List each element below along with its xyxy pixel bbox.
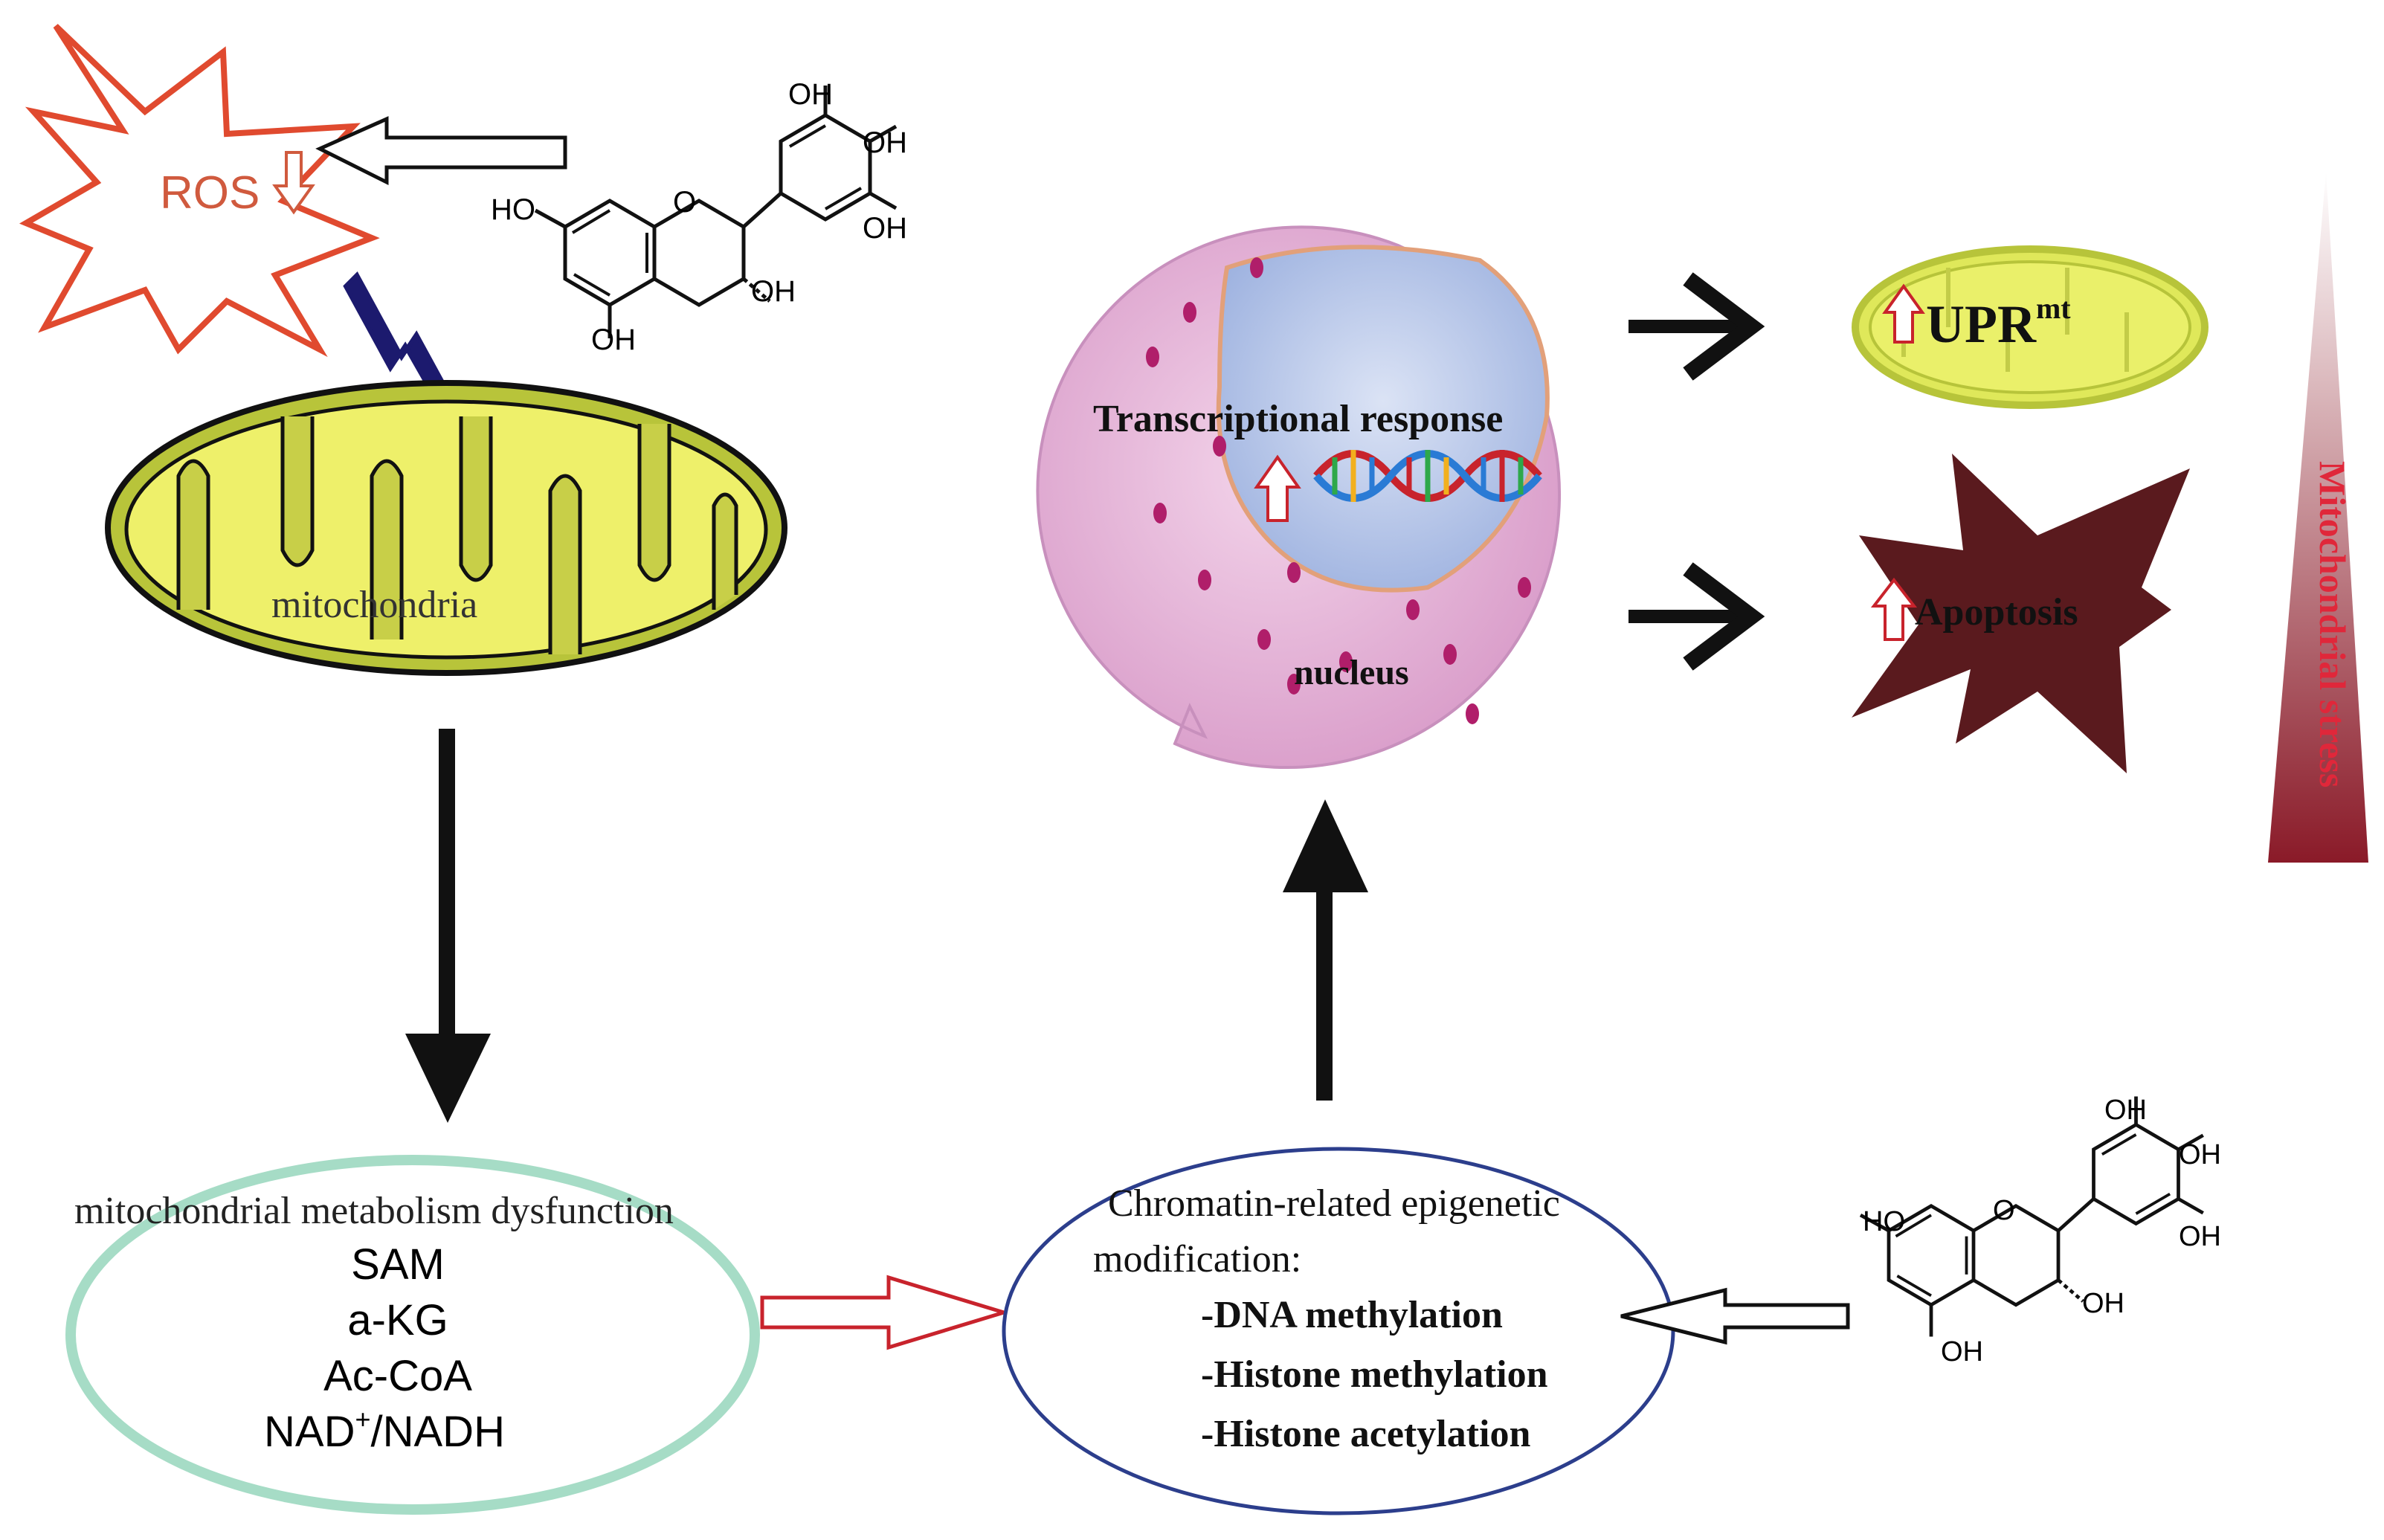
svg-text:O: O bbox=[673, 186, 696, 219]
svg-text:OH: OH bbox=[591, 323, 636, 356]
svg-text:OH: OH bbox=[751, 275, 796, 308]
metabolite-sam: SAM bbox=[351, 1240, 445, 1289]
apoptosis-increase-arrow-icon bbox=[1870, 577, 1918, 641]
arrow-to-upr-icon bbox=[1628, 272, 1765, 381]
epigenetic-title: Chromatin-related epigenetic bbox=[1108, 1182, 1560, 1225]
up-arrow-icon bbox=[1283, 799, 1368, 1101]
transcription-increase-arrow-icon bbox=[1254, 454, 1301, 522]
epigenetic-subtitle: modification: bbox=[1093, 1238, 1301, 1280]
metabolism-box: mitochondrial metabolism dysfunction SAM… bbox=[65, 1155, 760, 1515]
metabolite-nad: NAD+/NADH bbox=[264, 1404, 505, 1456]
stress-label: Mitochondrial stress bbox=[2312, 461, 2354, 787]
svg-text:HO: HO bbox=[1863, 1206, 1905, 1237]
ros-label: ROS bbox=[160, 167, 260, 219]
svg-text:OH: OH bbox=[863, 212, 907, 245]
svg-text:HO: HO bbox=[491, 193, 535, 226]
stress-gradient: Mitochondrial stress bbox=[2268, 171, 2368, 863]
mitochondria: mitochondria bbox=[105, 380, 787, 676]
upr-mitochondria: UPRmt bbox=[1852, 245, 2209, 409]
cell: Transcriptional response nucleus bbox=[1036, 225, 1562, 770]
upr-increase-arrow-icon bbox=[1882, 283, 1925, 344]
epigenetic-item-histone-methylation: -Histone methylation bbox=[1201, 1353, 1548, 1396]
svg-text:OH: OH bbox=[1941, 1336, 1983, 1367]
metabolism-title: mitochondrial metabolism dysfunction bbox=[74, 1190, 674, 1232]
apoptosis-star-icon bbox=[1852, 454, 2190, 773]
polyphenol-molecule-bottom: HO OH OH OH OH OH O bbox=[1861, 1095, 2221, 1367]
nucleus-label: nucleus bbox=[1294, 653, 1409, 692]
polyphenol-molecule-top: HO OH OH OH OH OH O bbox=[491, 78, 907, 356]
metabolite-akg: a-KG bbox=[347, 1296, 448, 1344]
apoptosis-burst: Apoptosis bbox=[1852, 454, 2190, 773]
svg-text:O: O bbox=[1993, 1195, 2015, 1226]
epigenetic-box: Chromatin-related epigenetic modificatio… bbox=[1002, 1147, 1675, 1515]
svg-text:OH: OH bbox=[2082, 1288, 2124, 1319]
mitochondria-label: mitochondria bbox=[271, 584, 477, 626]
arrow-to-apoptosis-icon bbox=[1628, 562, 1765, 671]
ros-star-icon bbox=[19, 24, 380, 358]
inhibit-ros-arrow-icon bbox=[315, 116, 567, 186]
svg-text:OH: OH bbox=[2179, 1139, 2221, 1170]
apoptosis-label: Apoptosis bbox=[1915, 591, 2078, 634]
ros-burst: ROS bbox=[19, 24, 380, 358]
svg-text:OH: OH bbox=[2104, 1095, 2147, 1126]
metabolism-to-epigenetic-arrow-icon bbox=[760, 1275, 1011, 1350]
transcription-label: Transcriptional response bbox=[1093, 398, 1503, 440]
down-arrow-icon bbox=[405, 729, 491, 1123]
inhibit-epigenetic-arrow-icon bbox=[1620, 1287, 1850, 1345]
epigenetic-item-dna-methylation: -DNA methylation bbox=[1201, 1294, 1503, 1336]
epigenetic-item-histone-acetylation: -Histone acetylation bbox=[1201, 1413, 1530, 1455]
upr-label: UPRmt bbox=[1926, 291, 2071, 354]
ros-decrease-arrow-icon bbox=[272, 151, 315, 215]
dna-helix-icon bbox=[1313, 450, 1542, 502]
svg-text:OH: OH bbox=[2179, 1221, 2221, 1252]
svg-text:OH: OH bbox=[863, 126, 907, 159]
metabolite-accoa: Ac-CoA bbox=[323, 1352, 472, 1400]
svg-text:OH: OH bbox=[788, 78, 833, 111]
